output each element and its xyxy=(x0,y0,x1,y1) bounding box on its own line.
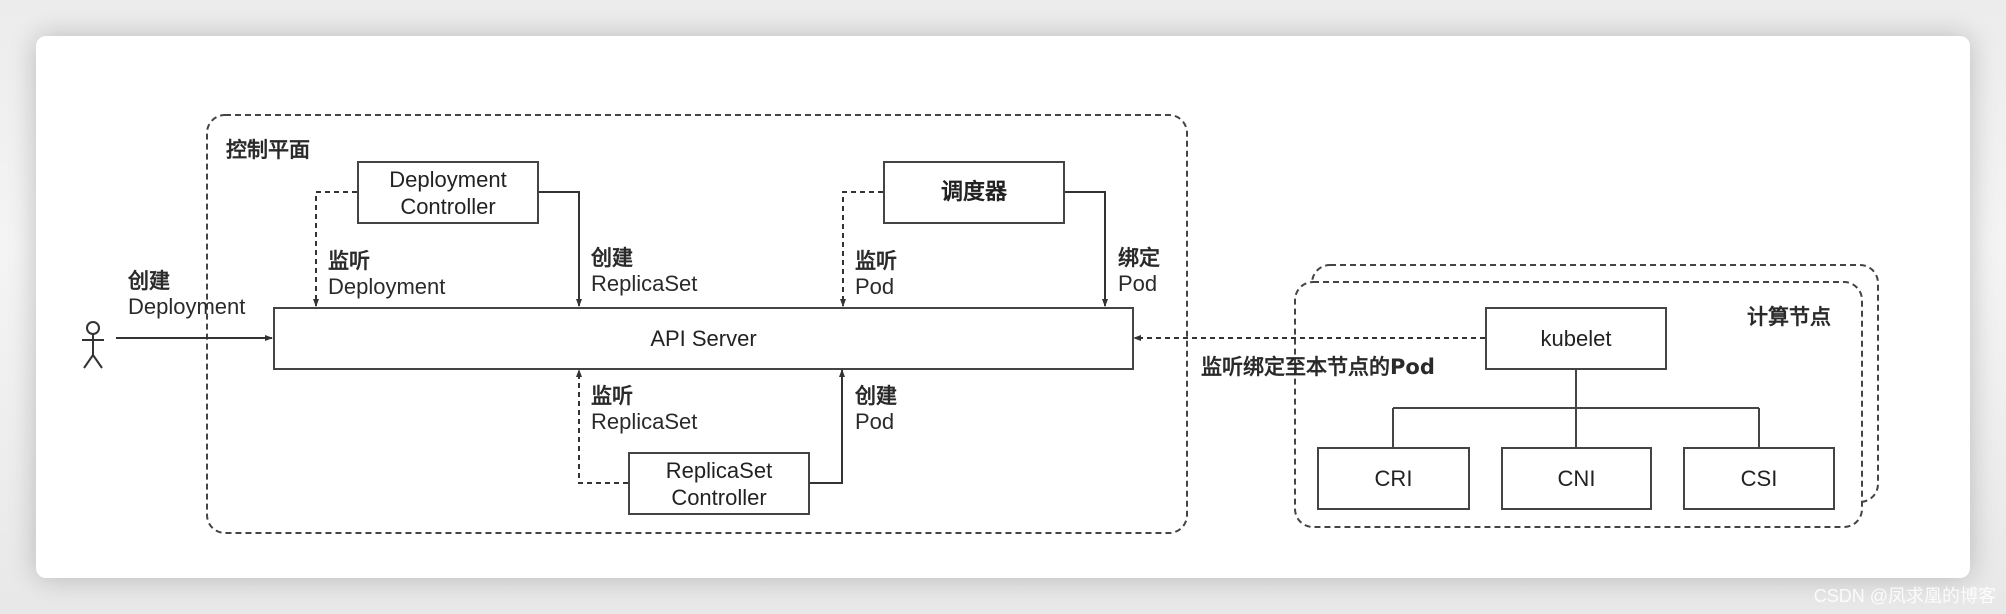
label-create-replicaset: 创建 ReplicaSet xyxy=(591,245,697,297)
deployment-controller-label-1: Deployment xyxy=(389,166,507,192)
label-watch-replicaset: 监听 ReplicaSet xyxy=(591,383,697,435)
replicaset-controller-box: ReplicaSet Controller xyxy=(628,452,810,515)
label-bind-pod-1: 绑定 xyxy=(1118,246,1160,270)
cni-label: CNI xyxy=(1557,466,1596,491)
control-plane-title: 控制平面 xyxy=(226,138,310,162)
kubelet-box: kubelet xyxy=(1485,307,1667,370)
edge-bind-pod xyxy=(1065,191,1108,307)
deployment-controller-label-2: Controller xyxy=(400,193,496,219)
edge-create-pod xyxy=(810,369,845,484)
scheduler-box: 调度器 xyxy=(883,161,1065,224)
cni-box: CNI xyxy=(1501,447,1652,510)
label-watch-replicaset-1: 监听 xyxy=(591,384,633,408)
label-watch-replicaset-2: ReplicaSet xyxy=(591,409,698,434)
label-watch-pod-1: 监听 xyxy=(855,249,897,273)
deployment-controller-box: Deployment Controller xyxy=(357,161,539,224)
label-bind-pod-2: Pod xyxy=(1118,271,1158,296)
label-watch-deployment: 监听 Deployment xyxy=(328,248,445,300)
label-watch-deployment-1: 监听 xyxy=(328,249,370,273)
edge-create-replicaset xyxy=(539,191,582,307)
label-user-create: 创建 Deployment xyxy=(128,268,245,320)
label-create-pod-2: Pod xyxy=(855,409,895,434)
api-server-box: API Server xyxy=(273,307,1134,370)
edge-watch-pod xyxy=(840,191,883,307)
watermark: CSDN @凤求凰的博客 xyxy=(1813,586,1996,606)
kubelet-plugin-tree xyxy=(1392,370,1760,447)
label-watch-deployment-2: Deployment xyxy=(328,274,446,299)
cri-box: CRI xyxy=(1317,447,1470,510)
kubelet-label: kubelet xyxy=(1540,326,1612,351)
user-icon xyxy=(82,321,104,369)
edge-watch-deployment xyxy=(313,191,357,307)
label-kubelet-watch: 监听绑定至本节点的Pod xyxy=(1201,355,1435,379)
label-bind-pod: 绑定 Pod xyxy=(1118,245,1160,297)
api-server-label: API Server xyxy=(650,326,757,351)
csi-box: CSI xyxy=(1683,447,1835,510)
label-watch-pod-2: Pod xyxy=(855,274,895,299)
label-create-replicaset-1: 创建 xyxy=(591,246,633,270)
label-user-create-2: Deployment xyxy=(128,294,246,319)
label-create-replicaset-2: ReplicaSet xyxy=(591,271,698,296)
edge-watch-replicaset xyxy=(576,369,628,484)
cri-label: CRI xyxy=(1374,466,1413,491)
scheduler-label: 调度器 xyxy=(940,180,1007,205)
label-create-pod-1: 创建 xyxy=(855,384,897,408)
compute-node-title: 计算节点 xyxy=(1747,305,1831,329)
csi-label: CSI xyxy=(1740,466,1778,491)
label-user-create-1: 创建 xyxy=(128,269,170,293)
label-create-pod: 创建 Pod xyxy=(855,383,897,435)
control-plane-boundary xyxy=(206,114,1188,534)
replicaset-controller-label-2: Controller xyxy=(671,484,767,510)
label-watch-pod: 监听 Pod xyxy=(855,248,897,300)
replicaset-controller-label-1: ReplicaSet xyxy=(665,457,773,483)
